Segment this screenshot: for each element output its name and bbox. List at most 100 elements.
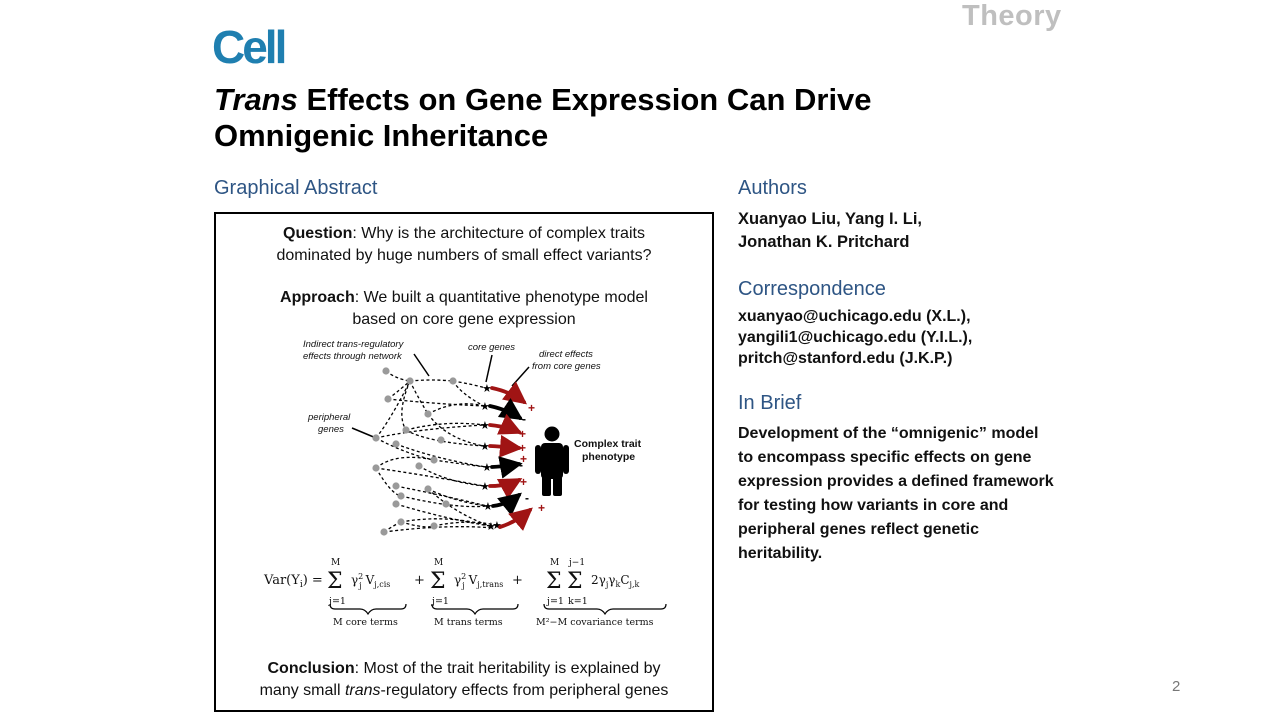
authors-line2: Jonathan K. Pritchard xyxy=(738,233,910,251)
pointer-indirect xyxy=(413,353,430,377)
graphical-abstract-box: Question: Why is the architecture of com… xyxy=(214,212,714,712)
svg-text:★: ★ xyxy=(480,480,490,493)
question-label: Question xyxy=(283,225,353,242)
correspondence-emails: xuanyao@uchicago.edu (X.L.), yangili1@uc… xyxy=(738,306,1058,369)
sign-7: + xyxy=(520,475,527,489)
in-brief-heading: In Brief xyxy=(738,392,802,414)
label-direct-1: direct effects xyxy=(539,349,593,360)
equation-lhs: Var(Yi) = xyxy=(263,573,323,590)
label-core-genes: core genes xyxy=(468,342,515,353)
email-pritch[interactable]: pritch@stanford.edu (J.K.P.) xyxy=(738,350,953,367)
journal-logo: Cell xyxy=(212,21,287,73)
conclusion-text: Conclusion: Most of the trait heritabili… xyxy=(216,658,712,702)
pointer-core xyxy=(485,354,493,383)
section-label: Theory xyxy=(962,0,1062,32)
svg-text:j=1: j=1 xyxy=(431,596,449,607)
sign-3: + xyxy=(519,427,526,441)
brief-line: expression provides a defined framework xyxy=(738,473,1054,490)
sign-5: + xyxy=(520,452,527,466)
direct-effect-arrows xyxy=(488,381,533,532)
core-gene-stars: ★★★ ★★★ ★★★ xyxy=(480,382,502,533)
approach-text: Approach: We built a quantitative phenot… xyxy=(216,287,712,331)
correspondence-heading: Correspondence xyxy=(738,278,886,300)
paper-title: Trans Effects on Gene Expression Can Dri… xyxy=(214,82,974,154)
graphical-abstract-heading: Graphical Abstract xyxy=(214,177,378,199)
svg-text:Σ: Σ xyxy=(567,569,583,594)
effect-signs: + - + + + - + - + xyxy=(519,401,545,515)
svg-text:★: ★ xyxy=(482,382,492,395)
conclusion-line1: : Most of the trait heritability is expl… xyxy=(354,660,661,677)
label-trait-2: phenotype xyxy=(582,451,635,463)
conclusion-label: Conclusion xyxy=(267,660,355,677)
term1-label: M core terms xyxy=(333,617,398,628)
svg-text:★: ★ xyxy=(486,520,496,533)
label-peripheral-2: genes xyxy=(318,424,344,435)
approach-line1: : We built a quantitative phenotype mode… xyxy=(354,289,648,306)
label-indirect-2: effects through network xyxy=(303,351,403,362)
svg-text:M: M xyxy=(331,558,340,568)
svg-text:j=1: j=1 xyxy=(328,596,346,607)
conclusion-italic: trans xyxy=(344,682,381,699)
peripheral-gene-nodes xyxy=(372,367,457,536)
label-peripheral-1: peripheral xyxy=(307,412,351,423)
label-direct-2: from core genes xyxy=(532,361,601,372)
svg-text:γ2j Vj,trans: γ2j Vj,trans xyxy=(454,572,503,590)
pointer-direct xyxy=(511,366,530,387)
sign-1: + xyxy=(528,401,535,415)
svg-text:j=1: j=1 xyxy=(546,596,564,607)
conclusion-line2c: -regulatory effects from peripheral gene… xyxy=(380,682,669,699)
svg-text:★: ★ xyxy=(480,419,490,432)
approach-line2: based on core gene expression xyxy=(352,311,576,328)
authors-heading: Authors xyxy=(738,177,807,199)
email-yangili[interactable]: yangili1@uchicago.edu (Y.I.L.), xyxy=(738,329,973,346)
email-xuanyao[interactable]: xuanyao@uchicago.edu (X.L.), xyxy=(738,308,971,325)
brief-line: heritability. xyxy=(738,545,823,562)
sign-4: + xyxy=(519,441,526,455)
title-line2: Omnigenic Inheritance xyxy=(214,118,549,153)
network-edges xyxy=(375,370,497,533)
svg-text:Σ: Σ xyxy=(546,569,562,594)
sign-9: + xyxy=(538,501,545,515)
title-line1: Effects on Gene Expression Can Drive xyxy=(297,82,872,117)
svg-text:+: + xyxy=(414,573,425,588)
svg-text:Σ: Σ xyxy=(327,569,343,594)
label-indirect-1: Indirect trans-regulatory xyxy=(303,339,405,350)
conclusion-line2a: many small xyxy=(259,682,345,699)
question-line2: dominated by huge numbers of small effec… xyxy=(276,247,652,264)
title-italic: Trans xyxy=(214,82,298,117)
svg-text:γ2j Vj,cis: γ2j Vj,cis xyxy=(351,572,390,590)
question-line1: : Why is the architecture of complex tra… xyxy=(352,225,645,242)
svg-text:Σ: Σ xyxy=(430,569,446,594)
svg-text:★: ★ xyxy=(483,500,493,513)
term3-label: M²−M covariance terms xyxy=(536,617,654,628)
omnigenic-network-figure: Indirect trans-regulatory effects throug… xyxy=(263,339,667,628)
sign-6: - xyxy=(519,458,523,472)
brief-line: Development of the “omnigenic” model xyxy=(738,425,1039,442)
authors-list: Xuanyao Liu, Yang I. Li, Jonathan K. Pri… xyxy=(738,208,1038,254)
person-silhouette-icon xyxy=(535,426,569,496)
brief-line: peripheral genes reflect genetic xyxy=(738,521,979,538)
approach-label: Approach xyxy=(280,289,355,306)
svg-text:★: ★ xyxy=(480,440,490,453)
question-text: Question: Why is the architecture of com… xyxy=(216,223,712,267)
sign-2: - xyxy=(522,412,526,426)
svg-text:+: + xyxy=(512,573,523,588)
pointer-peripheral xyxy=(351,427,377,439)
svg-text:★: ★ xyxy=(480,400,490,413)
authors-line1: Xuanyao Liu, Yang I. Li, xyxy=(738,210,922,228)
brief-line: to encompass specific effects on gene xyxy=(738,449,1032,466)
svg-text:★: ★ xyxy=(492,519,502,532)
svg-text:M: M xyxy=(434,558,443,568)
in-brief-text: Development of the “omnigenic” model to … xyxy=(738,422,1078,566)
term2-label: M trans terms xyxy=(434,617,503,628)
sign-8: - xyxy=(525,491,529,505)
page-number: 2 xyxy=(1172,678,1181,695)
svg-text:2γjγkCj,k: 2γjγkCj,k xyxy=(591,573,640,589)
brief-line: for testing how variants in core and xyxy=(738,497,1009,514)
svg-text:★: ★ xyxy=(482,461,492,474)
svg-text:M: M xyxy=(550,558,559,568)
svg-text:j−1: j−1 xyxy=(568,558,585,568)
svg-text:k=1: k=1 xyxy=(568,596,588,607)
label-trait-1: Complex trait xyxy=(574,438,642,450)
